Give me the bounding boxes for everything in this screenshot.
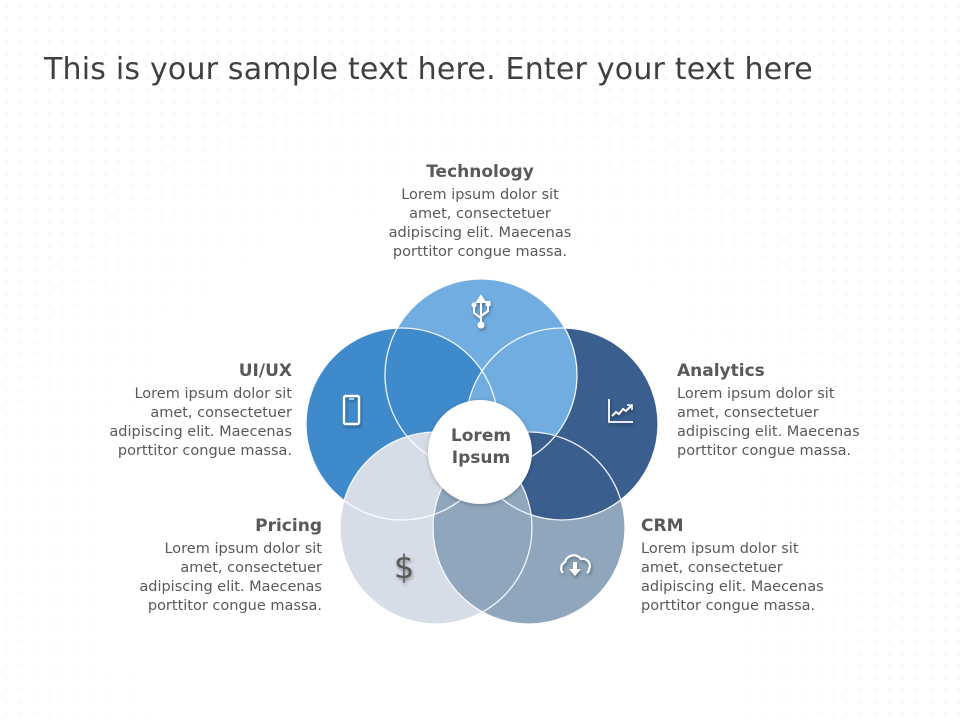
body-line: adipiscing elit. Maecenas xyxy=(677,424,860,440)
body-line: Lorem ipsum dolor sit xyxy=(134,386,292,402)
cloud-download-icon xyxy=(560,554,591,576)
body-line: porttitor congue massa. xyxy=(641,598,816,614)
heading-pricing: Pricing xyxy=(255,516,322,536)
text-block-technology: Technology Lorem ipsum dolor sit amet, c… xyxy=(360,162,600,262)
body-line: amet, consectetuer xyxy=(409,206,551,222)
heading-crm: CRM xyxy=(641,516,684,536)
body-line: porttitor congue massa. xyxy=(117,443,292,459)
body-line: adipiscing elit. Maecenas xyxy=(139,579,322,595)
body-line: porttitor congue massa. xyxy=(147,598,322,614)
body-ui-ux: Lorem ipsum dolor sit amet, consectetuer… xyxy=(52,385,292,461)
body-line: Lorem ipsum dolor sit xyxy=(401,187,559,203)
body-crm: Lorem ipsum dolor sit amet, consectetuer… xyxy=(641,540,881,616)
usb-icon xyxy=(471,294,491,329)
body-line: amet, consectetuer xyxy=(180,560,322,576)
heading-analytics: Analytics xyxy=(677,361,765,381)
dollar-icon: $ xyxy=(394,548,414,586)
center-label-line1: Lorem xyxy=(450,426,512,446)
body-line: adipiscing elit. Maecenas xyxy=(388,225,572,241)
body-line: Lorem ipsum dolor sit xyxy=(164,541,322,557)
text-block-crm: CRM Lorem ipsum dolor sit amet, consecte… xyxy=(641,516,881,616)
center-label-line2: Ipsum xyxy=(451,448,511,468)
heading-ui-ux: UI/UX xyxy=(238,361,292,381)
text-block-ui-ux: UI/UX Lorem ipsum dolor sit amet, consec… xyxy=(52,361,292,461)
slide-title: This is your sample text here. Enter you… xyxy=(44,52,813,87)
body-analytics: Lorem ipsum dolor sit amet, consectetuer… xyxy=(677,385,917,461)
body-line: amet, consectetuer xyxy=(150,405,292,421)
line-chart-icon xyxy=(608,399,633,423)
body-line: amet, consectetuer xyxy=(677,405,819,421)
smartphone-icon xyxy=(342,394,361,426)
body-line: Lorem ipsum dolor sit xyxy=(641,541,799,557)
center-label: Lorem Ipsum xyxy=(430,425,532,469)
text-block-pricing: Pricing Lorem ipsum dolor sit amet, cons… xyxy=(82,516,322,616)
heading-technology: Technology xyxy=(426,162,534,182)
center-circle xyxy=(428,400,532,504)
body-line: porttitor congue massa. xyxy=(392,244,568,260)
body-line: Lorem ipsum dolor sit xyxy=(677,386,835,402)
body-line: adipiscing elit. Maecenas xyxy=(641,579,824,595)
body-line: adipiscing elit. Maecenas xyxy=(109,424,292,440)
text-block-analytics: Analytics Lorem ipsum dolor sit amet, co… xyxy=(677,361,917,461)
body-line: amet, consectetuer xyxy=(641,560,783,576)
body-technology: Lorem ipsum dolor sit amet, consectetuer… xyxy=(360,186,600,262)
body-pricing: Lorem ipsum dolor sit amet, consectetuer… xyxy=(82,540,322,616)
body-line: porttitor congue massa. xyxy=(677,443,852,459)
